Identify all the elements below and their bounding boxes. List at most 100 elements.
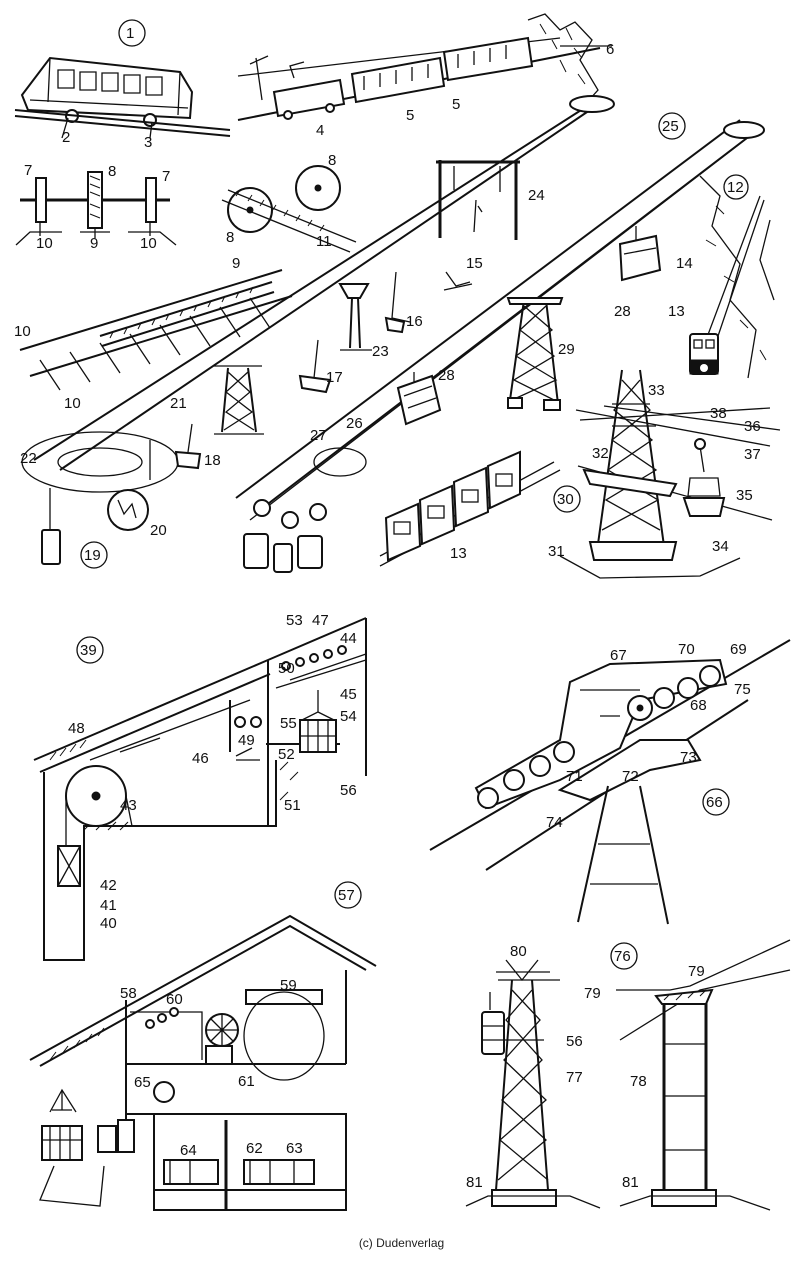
label-20: 20 [150,522,167,539]
label-47: 47 [312,612,329,629]
label-10d: 10 [64,395,81,412]
section-rack-wheelset [15,171,177,246]
label-2: 2 [62,129,70,146]
section-mountain-train [237,13,612,121]
section-suspension-tower [559,369,781,579]
label-10a: 10 [36,235,53,252]
section-39-station [33,617,367,961]
label-3: 3 [144,134,152,151]
label-57: 57 [338,887,355,904]
label-48: 48 [68,720,85,737]
section-rack-track [19,269,293,391]
label-11: 11 [316,233,332,250]
label-39: 39 [80,642,97,659]
section-rack-gears [221,165,357,253]
label-42: 42 [100,877,117,894]
label-26: 26 [346,415,363,432]
number-labels: 1 2 3 4 5 5 6 7 7 8 9 10 10 8 8 11 9 10 … [14,19,761,1191]
label-81a: 81 [466,1174,483,1191]
label-60: 60 [166,991,183,1008]
label-28b: 28 [438,367,455,384]
label-14: 14 [676,255,693,272]
label-40: 40 [100,915,117,932]
label-80: 80 [510,943,527,960]
label-44: 44 [340,630,357,647]
label-31: 31 [548,543,565,560]
label-56b: 56 [566,1033,583,1050]
label-15: 15 [466,255,483,272]
label-33: 33 [648,382,665,399]
label-68: 68 [690,697,707,714]
label-71: 71 [566,768,583,785]
label-6: 6 [606,41,614,58]
section-gondola-lift [235,119,775,573]
label-81b: 81 [622,1174,639,1191]
copyright-credit: (c) Dudenverlag [358,1236,445,1250]
label-74: 74 [546,814,563,831]
label-36: 36 [744,418,761,435]
label-17: 17 [326,369,343,386]
label-5a: 5 [406,107,414,124]
label-10c: 10 [14,323,31,340]
label-1: 1 [126,25,134,42]
label-12: 12 [727,179,744,196]
label-78: 78 [630,1073,647,1090]
label-79a: 79 [584,985,601,1002]
label-46: 46 [192,750,209,767]
label-35: 35 [736,487,753,504]
label-24: 24 [528,187,545,204]
section-chairlift [21,95,615,565]
label-76: 76 [614,948,631,965]
label-23: 23 [372,343,389,360]
label-32: 32 [592,445,609,462]
label-27: 27 [310,427,327,444]
label-65: 65 [134,1074,151,1091]
label-59: 59 [280,977,297,994]
section-rack-railcar [14,56,231,139]
label-67: 67 [610,647,627,664]
label-16: 16 [406,313,423,330]
label-38: 38 [710,405,727,422]
label-21: 21 [170,395,187,412]
label-52: 52 [278,746,295,763]
label-75: 75 [734,681,751,698]
label-37: 37 [744,446,761,463]
label-58: 58 [120,985,137,1002]
label-4: 4 [316,122,324,139]
label-61: 61 [238,1073,255,1090]
label-13a: 13 [668,303,685,320]
label-50: 50 [278,660,295,677]
label-62: 62 [246,1140,263,1157]
label-8b: 8 [328,152,336,169]
label-10b: 10 [140,235,157,252]
label-51: 51 [284,797,301,814]
label-30: 30 [557,491,574,508]
label-53: 53 [286,612,303,629]
label-13b: 13 [450,545,467,562]
label-8c: 8 [226,229,234,246]
label-56a: 56 [340,782,357,799]
label-69: 69 [730,641,747,658]
label-55: 55 [280,715,297,732]
label-43: 43 [120,797,137,814]
section-57-drive-station [29,914,377,1211]
label-63: 63 [286,1140,303,1157]
label-41: 41 [100,897,117,914]
section-76-towers [465,939,791,1211]
label-70: 70 [678,641,695,658]
label-45: 45 [340,686,357,703]
label-66: 66 [706,794,723,811]
label-8a: 8 [108,163,116,180]
label-7b: 7 [162,168,170,185]
label-7a: 7 [24,162,32,179]
label-5b: 5 [452,96,460,113]
label-54: 54 [340,708,357,725]
label-77: 77 [566,1069,583,1086]
label-49: 49 [238,732,255,749]
label-64: 64 [180,1142,197,1159]
label-25: 25 [662,118,679,135]
label-28a: 28 [614,303,631,320]
label-29: 29 [558,341,575,358]
